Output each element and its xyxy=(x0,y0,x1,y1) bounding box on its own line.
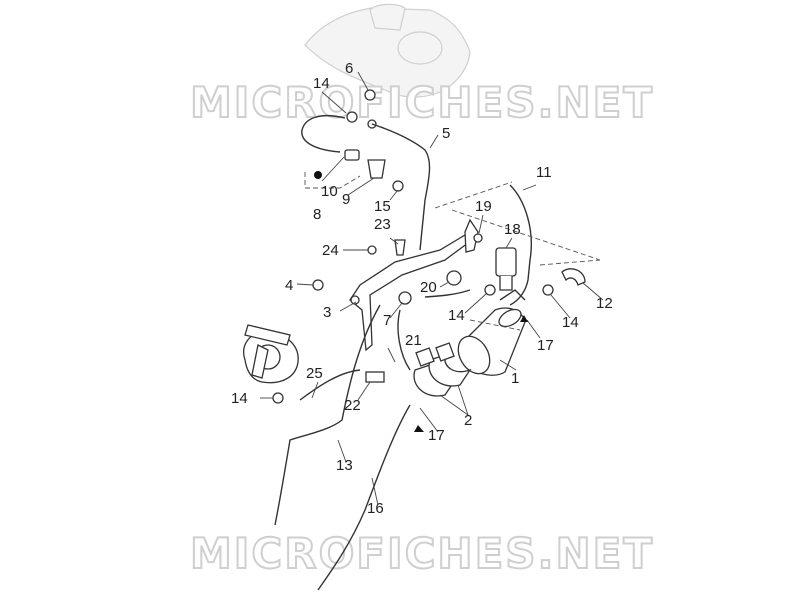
arrow-17-right xyxy=(520,315,528,322)
elbow-12 xyxy=(561,268,586,286)
solenoid-valve xyxy=(495,247,517,291)
hose-25 xyxy=(299,369,361,401)
callout-2: 2 xyxy=(464,412,472,429)
nut-4 xyxy=(312,279,324,291)
watermark-bottom: MICROFICHES.NET xyxy=(190,529,654,578)
callout-11: 11 xyxy=(536,164,552,181)
watermark-top: MICROFICHES.NET xyxy=(190,78,654,127)
screw-23 xyxy=(394,239,406,256)
callout-17-right: 17 xyxy=(537,337,554,354)
grommet-20 xyxy=(446,270,462,286)
hoses xyxy=(274,114,532,591)
carbon-canister xyxy=(457,289,526,376)
callout-12: 12 xyxy=(596,295,613,312)
callout-5: 5 xyxy=(442,125,450,142)
callout-16: 16 xyxy=(367,500,384,517)
callout-7: 7 xyxy=(383,312,391,329)
fuel-tank xyxy=(304,3,471,98)
callout-18: 18 xyxy=(504,221,521,238)
clamp-14-left xyxy=(272,392,284,404)
callout-4: 4 xyxy=(285,277,293,294)
marker-dot xyxy=(314,171,322,179)
callout-13: 13 xyxy=(336,457,353,474)
small-fittings xyxy=(272,89,586,404)
callout-9: 9 xyxy=(342,191,350,208)
fitting-7 xyxy=(398,291,412,305)
fitting-14-top xyxy=(346,111,358,123)
callout-14-left: 14 xyxy=(231,390,248,407)
nut-19 xyxy=(473,233,483,243)
callout-20: 20 xyxy=(420,279,437,296)
callout-numbers: 1 2 3 4 5 6 7 8 9 10 11 12 13 14 14 14 1… xyxy=(231,60,613,517)
callout-23: 23 xyxy=(374,216,391,233)
hose-13 xyxy=(274,304,381,526)
fitting-6 xyxy=(364,89,376,101)
hose-16 xyxy=(317,404,411,591)
hose-20 xyxy=(424,289,471,298)
callout-1: 1 xyxy=(511,370,519,387)
callout-19: 19 xyxy=(475,198,492,215)
callout-21: 21 xyxy=(405,332,422,349)
callout-8: 8 xyxy=(313,206,321,223)
hose-21 xyxy=(397,309,411,371)
callout-6: 6 xyxy=(345,60,353,77)
throttle-body xyxy=(243,324,299,384)
arrow-17-bottom xyxy=(414,425,424,432)
bracket xyxy=(349,218,479,352)
clamp-14-mid xyxy=(484,284,496,296)
clamp-14-right xyxy=(542,284,554,296)
clip-22 xyxy=(365,371,385,383)
callout-24: 24 xyxy=(322,242,339,259)
callout-25: 25 xyxy=(306,365,323,382)
fitting-10 xyxy=(344,149,360,161)
callout-14-right: 14 xyxy=(562,314,579,331)
fitting-15 xyxy=(392,180,404,192)
reference-lines xyxy=(304,172,601,331)
screw-24 xyxy=(367,245,377,255)
callout-14-top: 14 xyxy=(313,75,330,92)
callout-17-bottom: 17 xyxy=(428,427,445,444)
leader-lines xyxy=(260,71,604,506)
hose-11 xyxy=(509,184,532,306)
callout-14-mid: 14 xyxy=(448,307,465,324)
callout-10: 10 xyxy=(321,183,338,200)
callout-3: 3 xyxy=(323,304,331,321)
hose-5 xyxy=(371,123,431,251)
callout-22: 22 xyxy=(344,397,361,414)
fitting-9 xyxy=(367,159,386,179)
callout-15: 15 xyxy=(374,198,391,215)
hose-8 xyxy=(301,114,346,153)
canister-clamps xyxy=(413,342,472,397)
